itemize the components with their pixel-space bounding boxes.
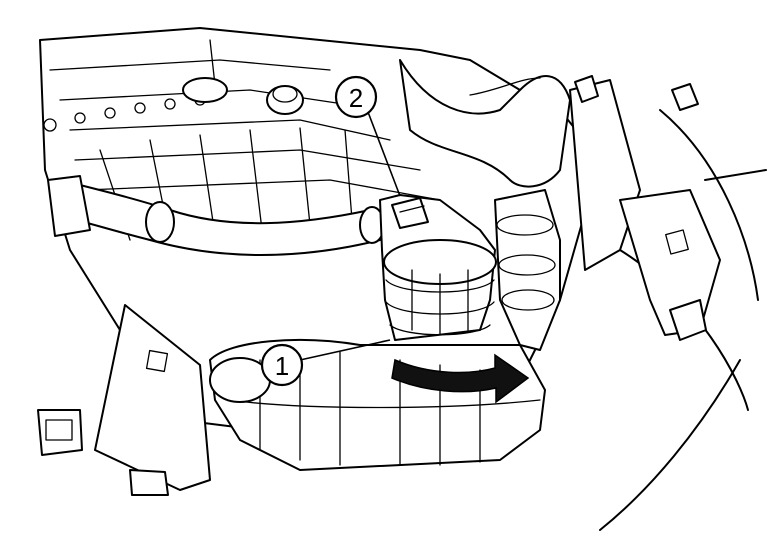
coolant-hose-upper xyxy=(399,59,571,188)
oil-filter-cap-assembly xyxy=(379,194,497,341)
callout-1-label: 1 xyxy=(275,351,289,381)
callout-1: 1 xyxy=(260,343,304,387)
callout-2-leader xyxy=(367,111,401,197)
callout-2-label: 2 xyxy=(349,83,363,113)
callout-2: 2 xyxy=(334,75,378,119)
coolant-hose-left xyxy=(47,175,385,256)
filter-housing-ribs xyxy=(494,189,561,351)
left-bracket xyxy=(37,304,211,496)
rotation-direction-arrow xyxy=(391,353,530,404)
callout-1-leader xyxy=(299,339,391,361)
right-bracket xyxy=(569,75,721,341)
